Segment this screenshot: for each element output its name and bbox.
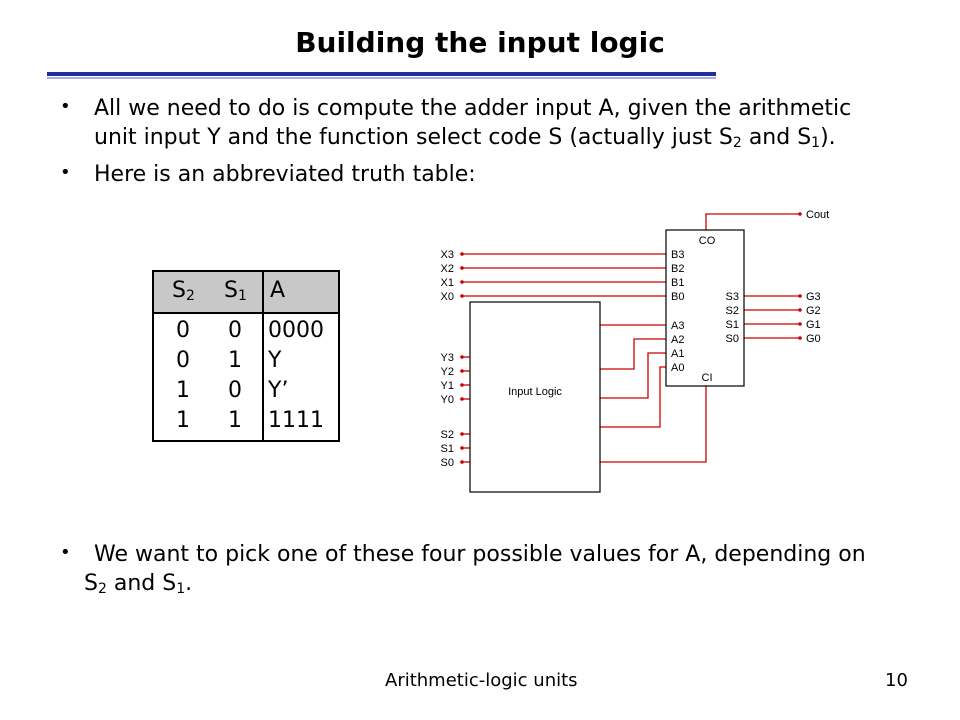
label-s2-in: S2: [441, 429, 454, 441]
row-2-s1: 0: [228, 378, 242, 403]
bullet-3-line-1: We want to pick one of these four possib…: [94, 542, 866, 567]
row-0-s2: 0: [176, 318, 190, 343]
pin-s1: S1: [726, 319, 739, 331]
pin-a1: A1: [671, 348, 684, 360]
label-x1: X1: [441, 277, 454, 289]
label-s0-in: S0: [441, 457, 454, 469]
input-logic-label: Input Logic: [508, 386, 562, 398]
bullet-1-line-1: All we need to do is compute the adder i…: [94, 96, 852, 121]
page-number: 10: [885, 670, 908, 691]
bullet-2-text: Here is an abbreviated truth table:: [94, 162, 476, 187]
bullet-1-line-2: unit input Y and the function select cod…: [94, 125, 836, 151]
input-logic-block: [469, 301, 601, 493]
header-s2: S2: [172, 278, 195, 304]
footer-title: Arithmetic-logic units: [385, 670, 578, 691]
pin-b2: B2: [671, 263, 684, 275]
adder-ci-label: CI: [702, 372, 713, 384]
label-y0: Y0: [441, 394, 454, 406]
bullet-dot: •: [60, 162, 71, 183]
wire-a1: [600, 352, 666, 399]
row-1-a: Y: [268, 348, 282, 373]
row-3-s2: 1: [176, 408, 190, 433]
bullet-dot: •: [60, 96, 71, 117]
row-2-a: Y’: [268, 378, 289, 403]
label-y1: Y1: [441, 380, 454, 392]
pin-s0: S0: [726, 333, 739, 345]
pin-b0: B0: [671, 291, 684, 303]
row-2-s2: 1: [176, 378, 190, 403]
label-y2: Y2: [441, 366, 454, 378]
label-x0: X0: [441, 291, 454, 303]
label-x2: X2: [441, 263, 454, 275]
adder-co-label: CO: [699, 235, 716, 247]
header-s1: S1: [224, 278, 247, 304]
pin-a2: A2: [671, 334, 684, 346]
pin-b1: B1: [671, 277, 684, 289]
slide-title: Building the input logic: [295, 26, 665, 59]
wire-endpoints: [460, 212, 802, 464]
wire-cout: [705, 213, 800, 230]
title-underline-shadow: [47, 77, 716, 79]
label-g0: G0: [806, 333, 821, 345]
label-g1: G1: [806, 319, 821, 331]
row-0-s1: 0: [228, 318, 242, 343]
title-underline: [47, 72, 716, 76]
wires: [462, 213, 800, 463]
label-g3: G3: [806, 291, 821, 303]
wire-a0: [600, 366, 666, 428]
pin-s3: S3: [726, 291, 739, 303]
row-3-a: 1111: [268, 408, 324, 433]
row-3-s1: 1: [228, 408, 242, 433]
wire-a2: [600, 338, 666, 370]
row-1-s2: 0: [176, 348, 190, 373]
pin-a3: A3: [671, 320, 684, 332]
row-1-s1: 1: [228, 348, 242, 373]
label-g2: G2: [806, 305, 821, 317]
truth-table-divider: [262, 272, 264, 440]
truth-table: S2 S1 A 0 0 0000 0 1 Y 1 0 Y’ 1 1 1111: [152, 270, 340, 442]
bullet-dot: •: [60, 542, 71, 563]
label-x3: X3: [441, 249, 454, 261]
label-s1-in: S1: [441, 443, 454, 455]
pin-b3: B3: [671, 249, 684, 261]
row-0-a: 0000: [268, 318, 324, 343]
label-cout: Cout: [806, 209, 829, 221]
wire-ci: [600, 386, 707, 463]
truth-table-header: S2 S1 A: [154, 272, 338, 314]
header-a: A: [270, 278, 286, 303]
pin-s2: S2: [726, 305, 739, 317]
label-y3: Y3: [441, 352, 454, 364]
pin-a0: A0: [671, 362, 684, 374]
adder-block: [665, 229, 745, 387]
bullet-3-line-2: S2 and S1.: [84, 571, 193, 597]
